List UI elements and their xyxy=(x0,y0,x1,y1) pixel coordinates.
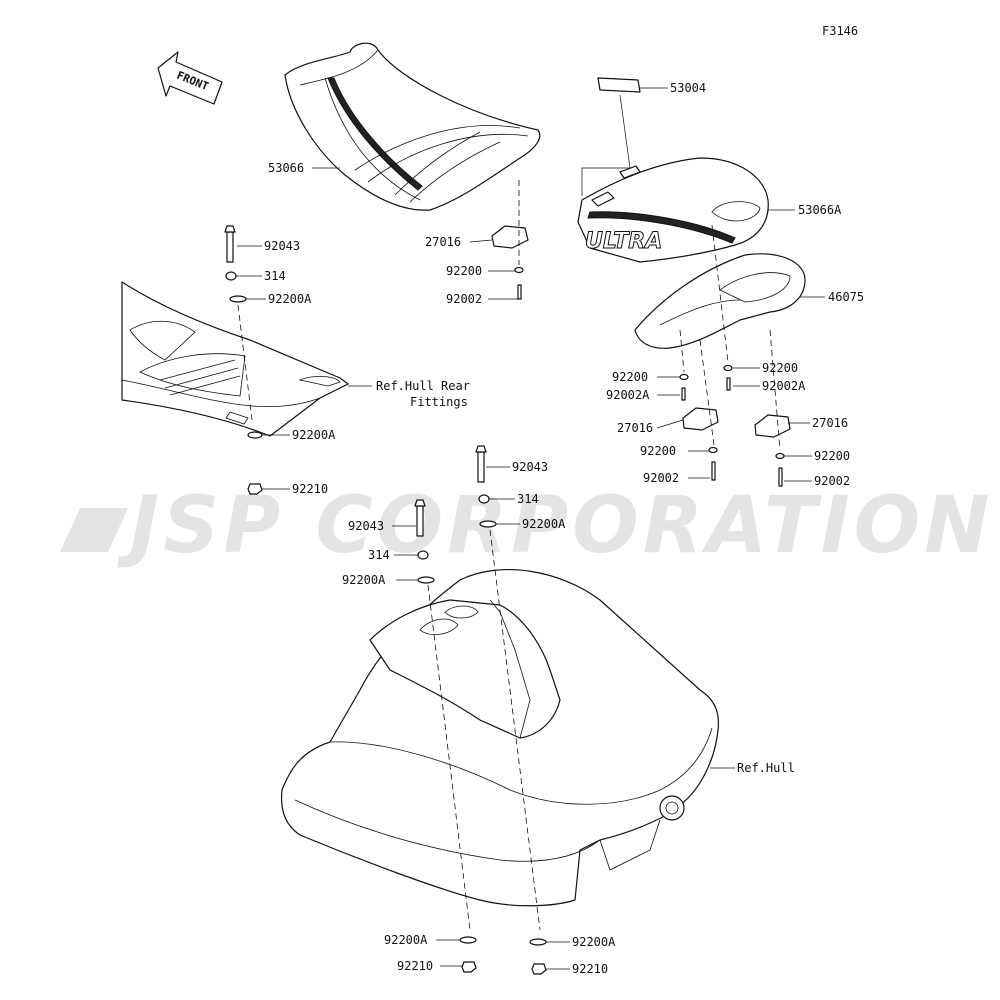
washer-92200-mid xyxy=(708,446,718,454)
pad-53004 xyxy=(597,77,641,93)
washer-92200A-bottom-left xyxy=(459,936,477,944)
label-92200A-center: 92200A xyxy=(522,517,566,531)
stud-92043-center-head xyxy=(475,445,487,453)
stud-92043-left xyxy=(226,231,234,263)
label-92002-mid: 92002 xyxy=(643,471,679,485)
washer-92200A-left xyxy=(229,295,247,303)
label-92200-right: 92200 xyxy=(762,361,798,375)
label-92043-center: 92043 xyxy=(512,460,548,474)
assembly-lines xyxy=(237,180,781,931)
nut-92210-hull-rear xyxy=(247,483,263,495)
front-arrow: FRONT xyxy=(157,51,223,105)
nut-92210-bottom-right xyxy=(531,963,547,975)
label-92210-hull-rear: 92210 xyxy=(292,482,328,496)
washer-92200-right xyxy=(723,364,733,372)
label-314-lower: 314 xyxy=(368,548,390,562)
washer-92200-left xyxy=(679,373,689,381)
label-92200A-left: 92200A xyxy=(268,292,312,306)
main-hull xyxy=(280,569,720,907)
nut-92210-bottom-left xyxy=(461,961,477,973)
label-92200A-bottom-left: 92200A xyxy=(384,933,428,947)
label-92210-bottom-right: 92210 xyxy=(572,962,608,976)
grab-handle xyxy=(634,253,806,349)
label-92200-rb: 92200 xyxy=(814,449,850,463)
washer-92200A-bottom-right xyxy=(529,938,547,946)
nut-314-lower xyxy=(417,550,429,560)
hull-drain-plug xyxy=(659,795,685,821)
label-314-left: 314 xyxy=(264,269,286,283)
label-ref-hull: Ref.Hull xyxy=(737,761,795,775)
bracket-27016-top xyxy=(491,225,529,249)
label-92200A-lower: 92200A xyxy=(342,573,386,587)
washer-92200A-hull-rear xyxy=(247,431,263,439)
watermark: JSP CORPORATION xyxy=(60,481,993,571)
label-27016-right: 27016 xyxy=(812,416,848,430)
label-53004: 53004 xyxy=(670,81,706,95)
label-ref-hull-rear-fittings: Fittings xyxy=(410,395,468,409)
watermark-text: JSP CORPORATION xyxy=(117,481,993,571)
label-92210-bottom-left: 92210 xyxy=(397,959,433,973)
label-53066A: 53066A xyxy=(798,203,842,217)
label-ref-hull-rear: Ref.Hull Rear xyxy=(376,379,470,393)
bracket-27016-mid xyxy=(682,407,719,431)
bolt-92002A-right xyxy=(726,377,731,391)
seat-cover-brand: ULTRA xyxy=(585,229,662,254)
figure-code: F3146 xyxy=(822,24,858,38)
label-92200A-bottom-right: 92200A xyxy=(572,935,616,949)
bracket-27016-right xyxy=(754,414,791,438)
label-27016-top: 27016 xyxy=(425,235,461,249)
part-labels: 53066 53004 53066A 27016 92200 92002 460… xyxy=(264,81,864,976)
washer-92200A-lower xyxy=(417,576,435,584)
leader-lines xyxy=(236,87,825,970)
stud-92043-lower-head xyxy=(414,499,426,507)
label-92002-top: 92002 xyxy=(446,292,482,306)
washer-92200A-center xyxy=(479,520,497,528)
nut-314-center xyxy=(478,494,490,504)
nut-314-left xyxy=(225,271,237,281)
label-92043-lower: 92043 xyxy=(348,519,384,533)
label-46075: 46075 xyxy=(828,290,864,304)
rear-seat: ULTRA xyxy=(577,157,769,263)
hull-rear-fittings xyxy=(121,281,349,437)
label-27016-mid: 27016 xyxy=(617,421,653,435)
label-92002-rb: 92002 xyxy=(814,474,850,488)
bolt-92002-rb xyxy=(778,467,783,487)
bolt-92002-mid xyxy=(711,461,716,481)
label-92002A-right: 92002A xyxy=(762,379,806,393)
main-seat xyxy=(284,42,541,211)
watermark-logo-mark xyxy=(60,508,128,552)
washer-92200-rb xyxy=(775,452,785,460)
leader-53004 xyxy=(581,94,631,196)
label-314-center: 314 xyxy=(517,492,539,506)
bolt-92002A-left xyxy=(681,387,686,401)
washer-92200-top xyxy=(514,266,524,274)
label-92200A-hull-rear: 92200A xyxy=(292,428,336,442)
label-92200-left: 92200 xyxy=(612,370,648,384)
label-92200-top: 92200 xyxy=(446,264,482,278)
stud-92043-lower xyxy=(416,505,424,537)
label-92043-left: 92043 xyxy=(264,239,300,253)
bolt-92002-top xyxy=(517,284,522,300)
label-92200-mid: 92200 xyxy=(640,444,676,458)
stud-92043-center xyxy=(477,451,485,483)
label-92002A-left: 92002A xyxy=(606,388,650,402)
fasteners xyxy=(224,225,785,975)
label-53066: 53066 xyxy=(268,161,304,175)
stud-92043-left-head xyxy=(224,225,236,233)
